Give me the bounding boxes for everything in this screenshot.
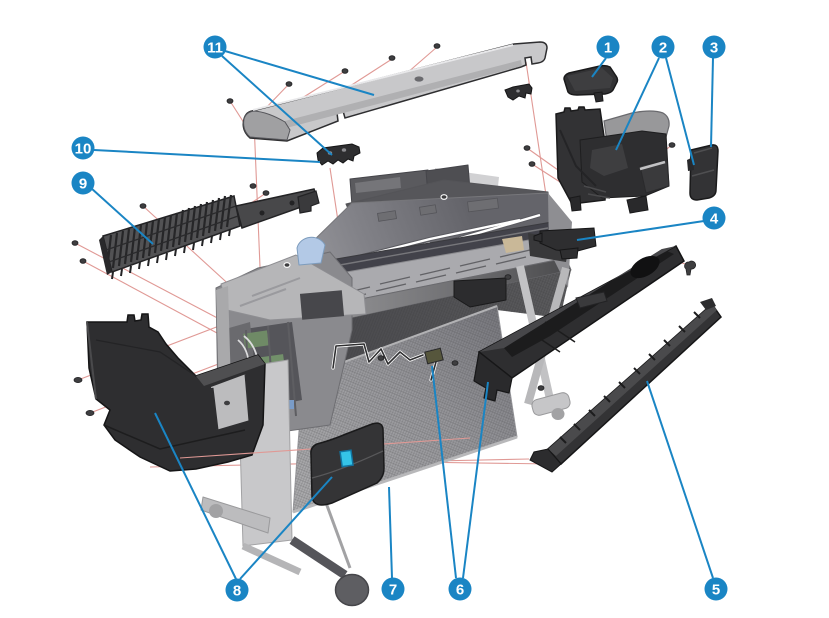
svg-text:1: 1 xyxy=(604,40,612,57)
svg-text:9: 9 xyxy=(79,176,87,193)
svg-text:8: 8 xyxy=(233,583,241,600)
svg-text:6: 6 xyxy=(456,582,464,599)
svg-text:3: 3 xyxy=(710,40,718,57)
svg-text:7: 7 xyxy=(389,582,397,599)
svg-text:10: 10 xyxy=(75,141,92,158)
svg-text:4: 4 xyxy=(710,211,719,228)
svg-text:2: 2 xyxy=(659,40,667,57)
svg-text:11: 11 xyxy=(207,40,223,57)
svg-text:5: 5 xyxy=(712,582,720,599)
